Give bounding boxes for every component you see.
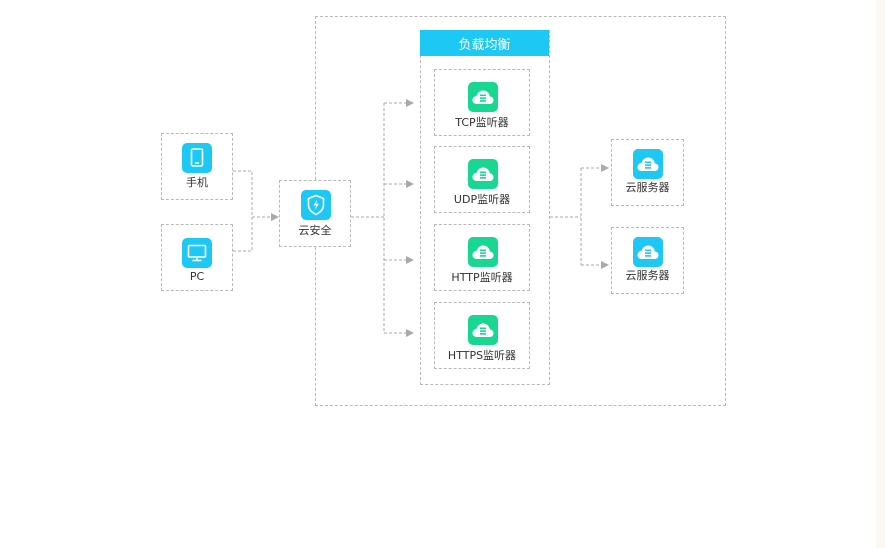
cloud-server-icon bbox=[468, 237, 498, 267]
http-listener-node: HTTP监听器 bbox=[434, 224, 530, 291]
cloud-server-icon bbox=[633, 237, 663, 267]
client-pc-node: PC bbox=[161, 224, 233, 291]
cloud-server-node-1: 云服务器 bbox=[611, 139, 684, 206]
phone-icon bbox=[182, 143, 212, 173]
udp-listener-node: UDP监听器 bbox=[434, 146, 530, 213]
cloud-server-icon bbox=[468, 82, 498, 112]
shield-lightning-icon bbox=[301, 190, 331, 220]
tcp-listener-label: TCP监听器 bbox=[455, 116, 509, 129]
client-phone-node: 手机 bbox=[161, 133, 233, 200]
phone-connector bbox=[233, 170, 253, 252]
page-edge-strip bbox=[876, 0, 885, 548]
cloud-server-icon bbox=[468, 159, 498, 189]
http-listener-label: HTTP监听器 bbox=[451, 271, 513, 284]
cloud-server-node-2: 云服务器 bbox=[611, 227, 684, 294]
cloud-security-label: 云安全 bbox=[298, 224, 332, 237]
https-listener-node: HTTPS监听器 bbox=[434, 302, 530, 369]
cloud-server-label-1: 云服务器 bbox=[625, 181, 670, 194]
cloud-security-node: 云安全 bbox=[279, 180, 351, 247]
load-balancer-title: 负载均衡 bbox=[420, 30, 549, 56]
tcp-listener-node: TCP监听器 bbox=[434, 69, 530, 136]
client-phone-label: 手机 bbox=[186, 176, 208, 189]
monitor-icon bbox=[182, 238, 212, 268]
cloud-server-icon bbox=[633, 149, 663, 179]
client-pc-label: PC bbox=[189, 270, 205, 283]
udp-listener-label: UDP监听器 bbox=[453, 193, 511, 206]
cloud-server-icon bbox=[468, 315, 498, 345]
https-listener-label: HTTPS监听器 bbox=[447, 349, 517, 362]
cloud-server-label-2: 云服务器 bbox=[625, 269, 670, 282]
